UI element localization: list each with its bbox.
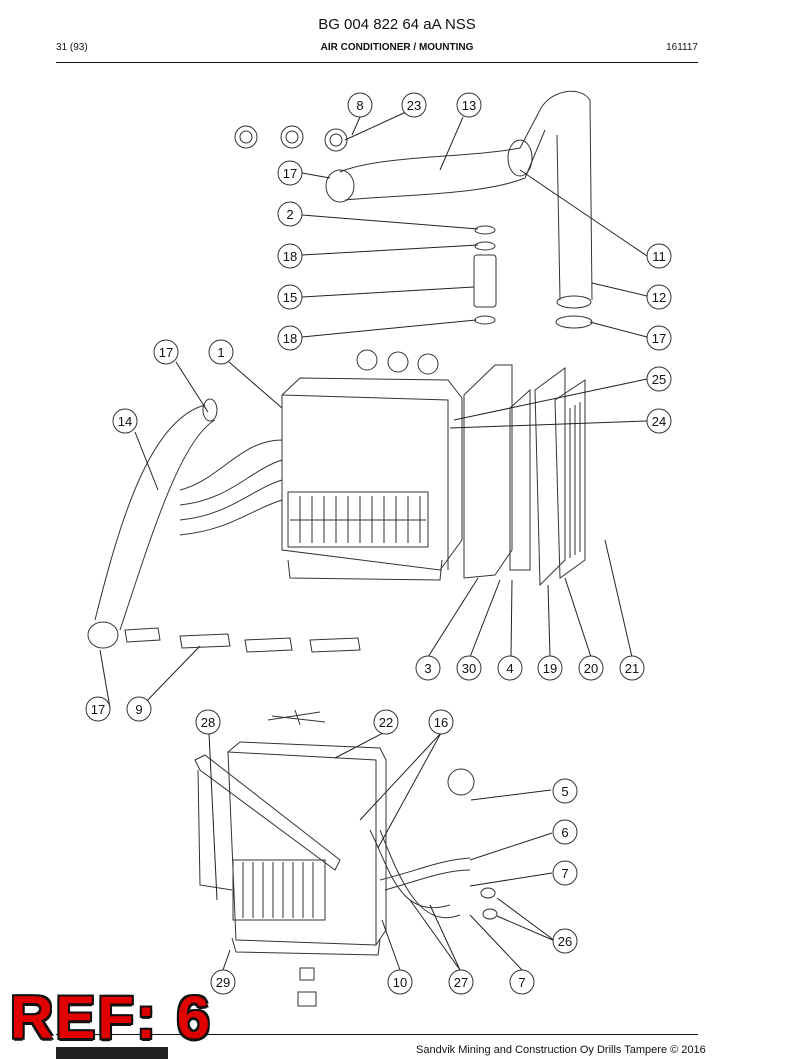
callout-label: 7 xyxy=(518,975,525,990)
callout: 20 xyxy=(578,655,604,681)
header-rule xyxy=(56,62,698,63)
callout-label: 5 xyxy=(561,784,568,799)
date-code: 161117 xyxy=(666,42,698,53)
callout: 22 xyxy=(373,709,399,735)
callout-label: 6 xyxy=(561,825,568,840)
callout-label: 27 xyxy=(454,975,468,990)
hydraulic-hoses xyxy=(179,439,283,536)
callout: 7 xyxy=(552,860,578,886)
callout-label: 7 xyxy=(561,866,568,881)
callout-label: 4 xyxy=(506,661,513,676)
callout-label: 24 xyxy=(652,414,666,429)
callout: 24 xyxy=(646,408,672,434)
callout: 5 xyxy=(552,778,578,804)
callout: 11 xyxy=(646,243,672,269)
callout: 26 xyxy=(552,928,578,954)
callout-label: 29 xyxy=(216,975,230,990)
document-id: BG 004 822 64 aA NSS xyxy=(318,16,476,33)
callout-label: 22 xyxy=(379,715,393,730)
callout-label: 26 xyxy=(558,934,572,949)
callout-label: 13 xyxy=(462,98,476,113)
footer-copyright: Sandvik Mining and Construction Oy Drill… xyxy=(416,1044,706,1056)
vent-nozzles-top xyxy=(234,125,348,152)
callout: 17 xyxy=(277,160,303,186)
callout-label: 1 xyxy=(217,345,224,360)
callout: 19 xyxy=(537,655,563,681)
hose-14 xyxy=(87,398,218,649)
callout: 9 xyxy=(126,696,152,722)
callout: 30 xyxy=(456,655,482,681)
callout: 3 xyxy=(415,655,441,681)
callout-label: 17 xyxy=(91,702,105,717)
callout-label: 12 xyxy=(652,290,666,305)
page-number: 31 (93) xyxy=(56,42,88,53)
filter-panels xyxy=(463,364,586,587)
callout: 1 xyxy=(208,339,234,365)
callout-label: 16 xyxy=(434,715,448,730)
callout-label: 9 xyxy=(135,702,142,717)
callout: 7 xyxy=(509,969,535,995)
callout: 17 xyxy=(85,696,111,722)
callouts: 8 23 13 17 2 18 11 15 12 18 17 17 1 25 1… xyxy=(85,92,672,995)
callout: 12 xyxy=(646,284,672,310)
callout: 17 xyxy=(153,339,179,365)
callout-label: 18 xyxy=(283,249,297,264)
ac-unit-main xyxy=(281,349,463,581)
callout: 18 xyxy=(277,243,303,269)
leader-lines xyxy=(99,111,648,971)
callout-label: 28 xyxy=(201,715,215,730)
callout: 25 xyxy=(646,366,672,392)
callout-label: 11 xyxy=(652,249,666,264)
duct-hose-13 xyxy=(325,90,593,309)
callout: 16 xyxy=(428,709,454,735)
callout-label: 23 xyxy=(407,98,421,113)
callout-label: 8 xyxy=(356,98,363,113)
ac-unit-bottom xyxy=(194,709,498,1007)
callout-label: 3 xyxy=(424,661,431,676)
vent-grilles-9 xyxy=(124,627,361,653)
callout-label: 18 xyxy=(283,331,297,346)
callout-label: 25 xyxy=(652,372,666,387)
callout: 28 xyxy=(195,709,221,735)
callout-label: 20 xyxy=(584,661,598,676)
callout: 23 xyxy=(401,92,427,118)
callout: 15 xyxy=(277,284,303,310)
callout: 29 xyxy=(210,969,236,995)
callout: 6 xyxy=(552,819,578,845)
callout-label: 15 xyxy=(283,290,297,305)
section-title: AIR CONDITIONER / MOUNTING xyxy=(320,42,474,53)
callout-label: 19 xyxy=(543,661,557,676)
callout: 2 xyxy=(277,201,303,227)
footer-rule xyxy=(56,1034,698,1035)
callout-label: 14 xyxy=(118,414,132,429)
callout-label: 10 xyxy=(393,975,407,990)
callout: 17 xyxy=(646,325,672,351)
callout-label: 17 xyxy=(652,331,666,346)
callout: 8 xyxy=(347,92,373,118)
callout-label: 17 xyxy=(283,166,297,181)
callout: 10 xyxy=(387,969,413,995)
callout: 27 xyxy=(448,969,474,995)
callout-label: 2 xyxy=(286,207,293,222)
callout: 13 xyxy=(456,92,482,118)
callout-label: 17 xyxy=(159,345,173,360)
callout: 21 xyxy=(619,655,645,681)
callout-label: 30 xyxy=(462,661,476,676)
callout: 18 xyxy=(277,325,303,351)
callout-label: 21 xyxy=(625,661,639,676)
callout: 14 xyxy=(112,408,138,434)
callout: 4 xyxy=(497,655,523,681)
tube-15 xyxy=(473,225,593,329)
ref-stamp: REF: 6 xyxy=(10,984,213,1051)
